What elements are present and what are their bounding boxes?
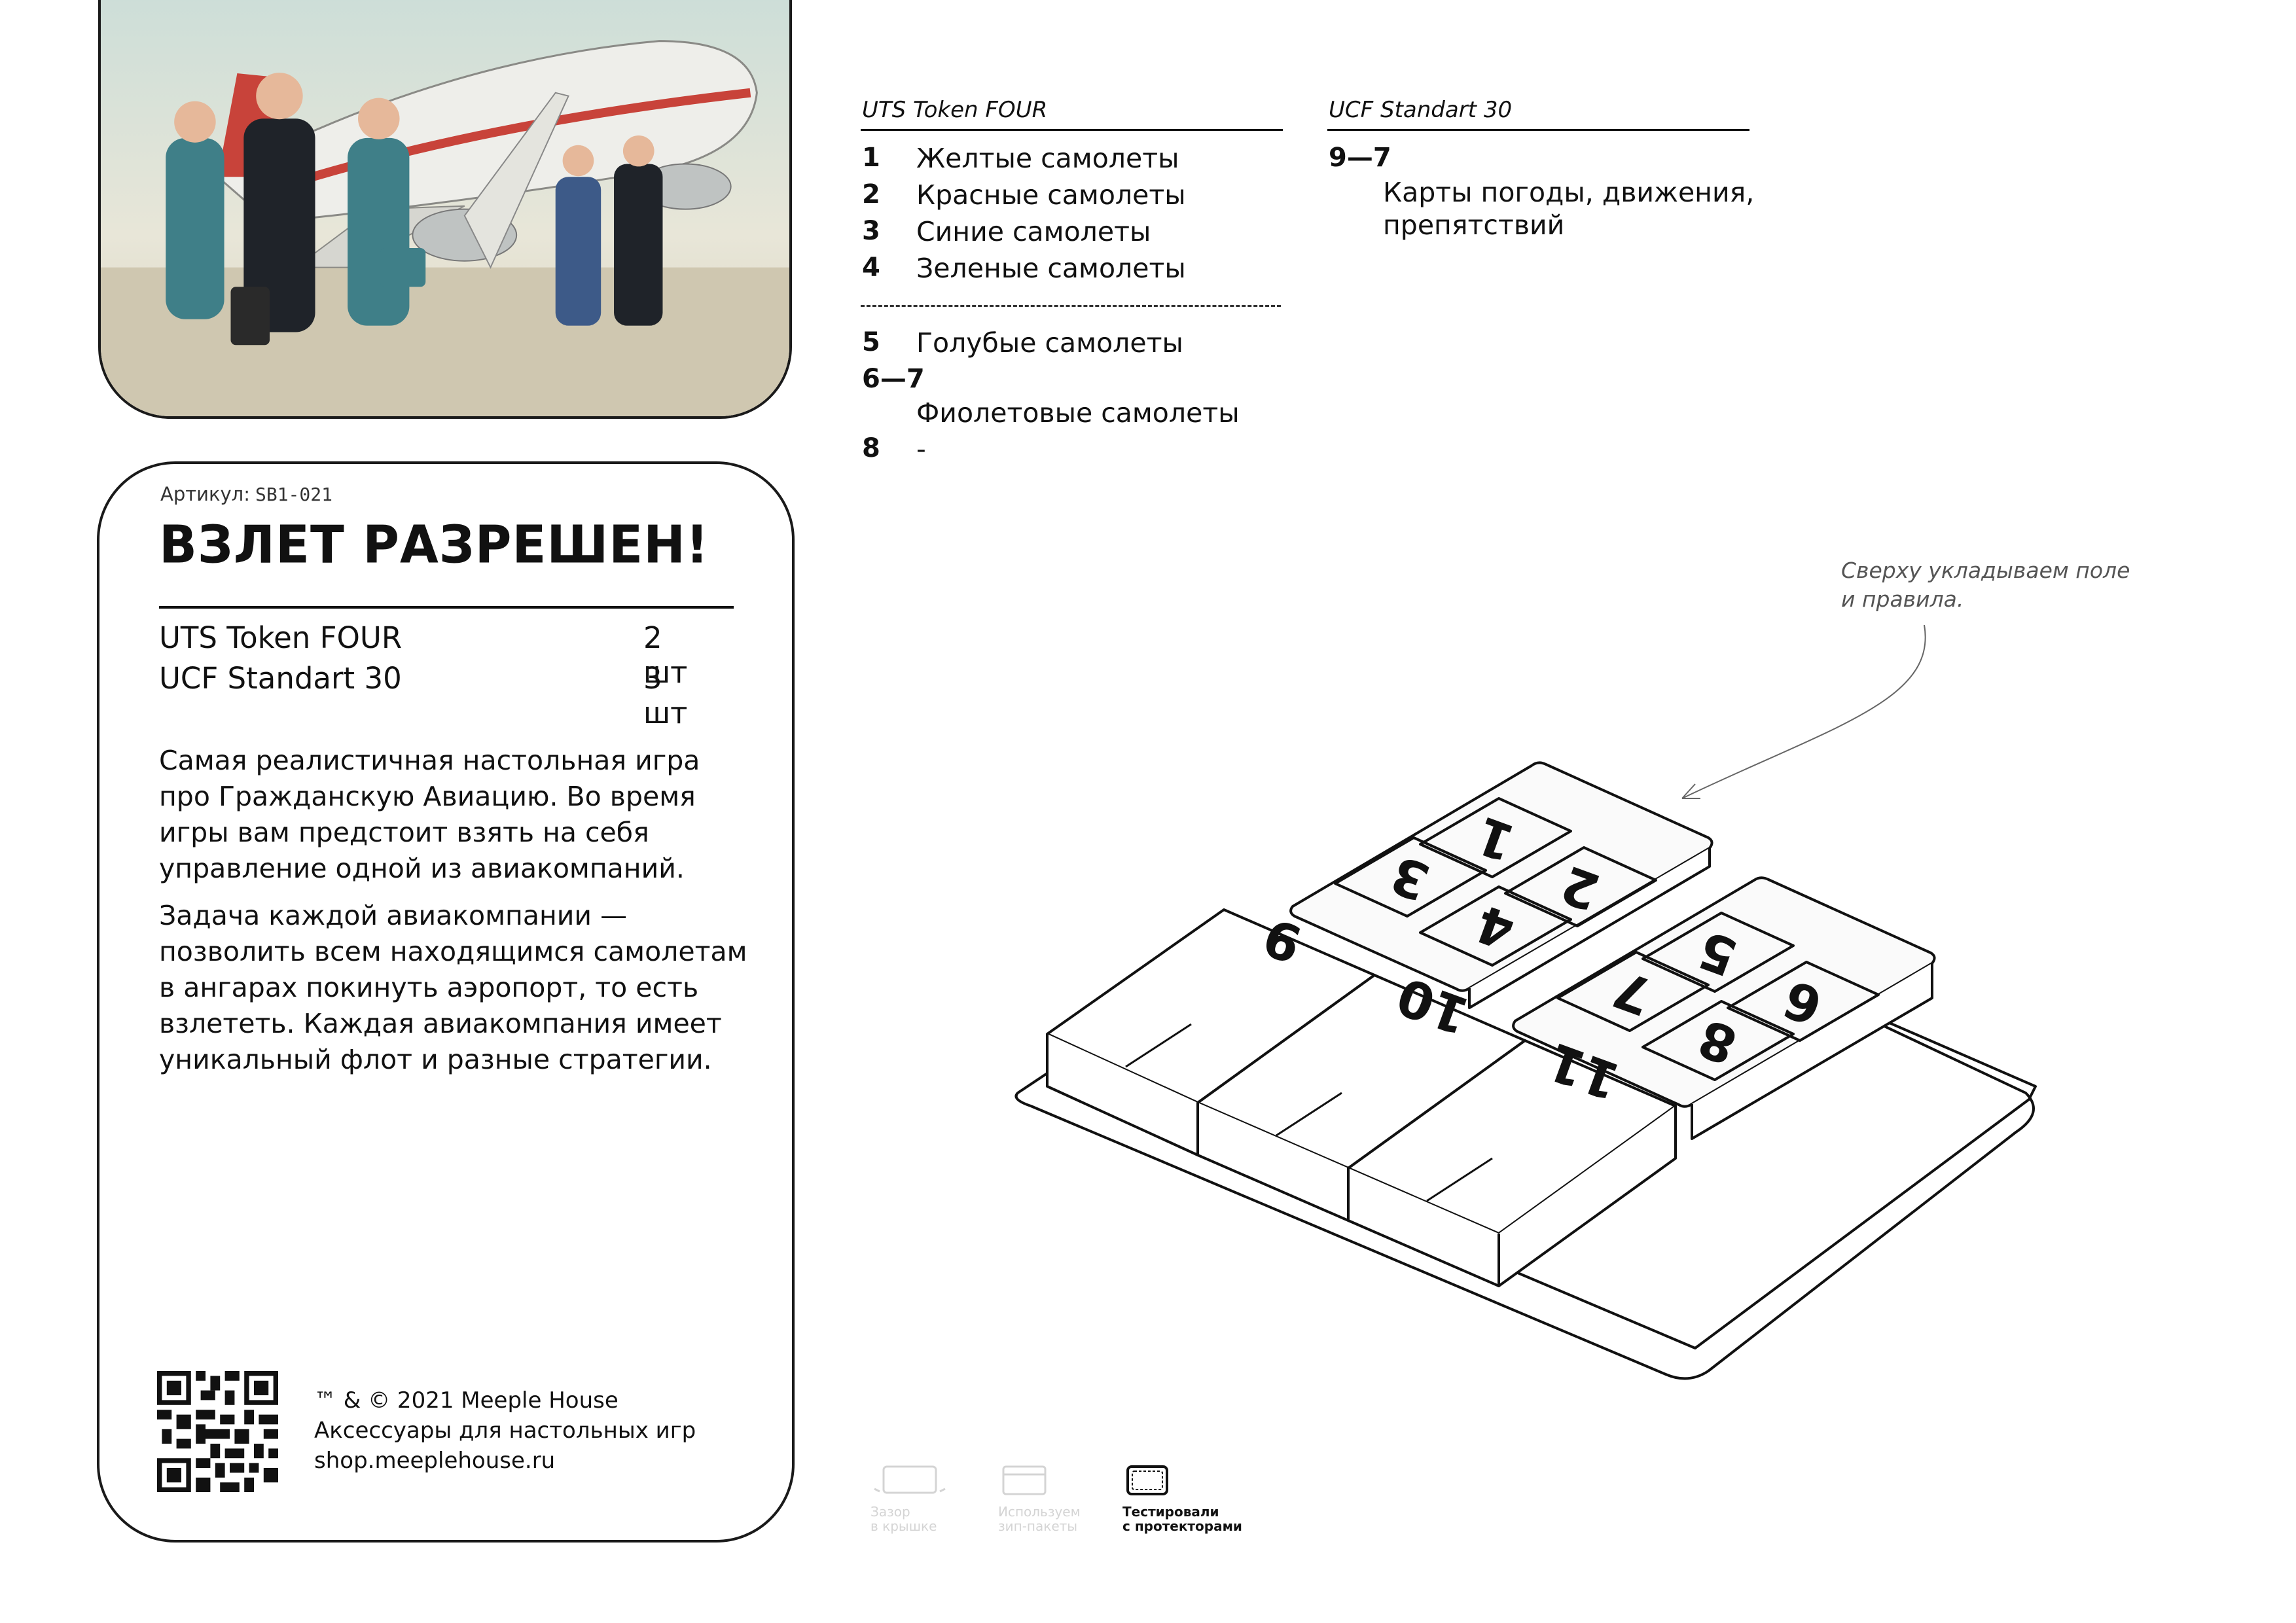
product-title: ВЗЛЕТ РАЗРЕШЕН!: [159, 514, 709, 575]
description-paragraph: Самая реалистичная настольная игра про Г…: [159, 745, 700, 884]
uts-item-label: Красные самолеты: [916, 179, 1186, 211]
uts-item-label: Синие самолеты: [916, 216, 1151, 247]
note-arrow-head: [1681, 783, 1700, 799]
sleeve-protector-label: Тестировали: [1122, 1504, 1219, 1520]
uts-item-label: -: [916, 433, 926, 465]
note-arrow: [1681, 624, 1926, 799]
sleeve-protector-icon: [1126, 1465, 1168, 1495]
uts-list-heading: UTS Token FOUR: [862, 97, 1048, 123]
title-divider: [159, 606, 734, 609]
lid-gap-label: в крышке: [870, 1518, 937, 1534]
cover-illustration: [98, 0, 792, 419]
uts-item-number: 1: [862, 143, 880, 173]
uts-list-rule: [861, 129, 1283, 131]
uts-item-number: 5: [862, 327, 880, 357]
tagline-text: Аксессуары для настольных игр: [314, 1418, 696, 1444]
list-dashed-divider: [861, 305, 1281, 307]
sleeve-protector-label: с протекторами: [1122, 1518, 1242, 1534]
ucf-list-heading: UCF Standart 30: [1329, 97, 1513, 123]
shop-url-link[interactable]: shop.meeplehouse.ru: [314, 1448, 556, 1474]
description-paragraph: Задача каждой авиакомпании — позволить в…: [159, 900, 747, 1075]
ucf-list-rule: [1327, 129, 1749, 131]
component-row: UCF Standart 30 3 шт: [159, 661, 715, 730]
sku-line: Артикул:SB1-021: [160, 483, 332, 505]
copyright-text: ™ & © 2021 Meeple House: [314, 1387, 619, 1414]
ucf-item-label: препятствий: [1383, 209, 1565, 241]
ucf-item-number: 9—7: [1329, 143, 1391, 173]
qr-code-icon: [157, 1371, 278, 1492]
uts-item-number: 2: [862, 179, 880, 209]
product-card: [97, 461, 795, 1543]
component-qty: 2 шт: [643, 620, 688, 690]
uts-item-label: Желтые самолеты: [916, 143, 1179, 174]
uts-item-number: 8: [862, 433, 880, 463]
component-row: UTS Token FOUR 2 шт: [159, 620, 715, 690]
packing-note-line: Сверху укладываем поле: [1841, 558, 2130, 583]
uts-item-number: 4: [862, 253, 880, 283]
packing-note-line: и правила.: [1841, 586, 1964, 612]
uts-item-label: Голубые самолеты: [916, 327, 1183, 359]
sku-label: Артикул:: [160, 483, 250, 505]
component-qty: 3 шт: [643, 661, 688, 730]
component-name: UTS Token FOUR: [159, 620, 403, 655]
uts-item-label: Зеленые самолеты: [916, 253, 1186, 284]
sku-code: SB1-021: [255, 484, 332, 505]
zip-bag-icon: [1002, 1465, 1047, 1495]
uts-item-label: Фиолетовые самолеты: [916, 397, 1240, 429]
airplane-scene-image: [101, 0, 789, 416]
lid-gap-label: Зазор: [870, 1504, 910, 1520]
box-layout-diagram: 1 2 3 4 5 6 7 8 9 10 11: [1014, 624, 2037, 1380]
zip-bag-label: зип-пакеты: [998, 1518, 1078, 1534]
uts-item-number: 6—7: [862, 364, 925, 394]
component-name: UCF Standart 30: [159, 661, 402, 696]
ucf-item-label: Карты погоды, движения,: [1383, 177, 1755, 208]
packing-note: Сверху укладываем поле и правила.: [1841, 556, 2130, 614]
footer-text: ™ & © 2021 Meeple House Аксессуары для н…: [314, 1385, 696, 1476]
zip-bag-label: Используем: [998, 1504, 1081, 1520]
zip-bag-feature: Используем зип-пакеты: [998, 1463, 1081, 1533]
uts-item-number: 3: [862, 216, 880, 246]
lid-gap-icon: [874, 1465, 946, 1494]
tray-base: [1014, 954, 2037, 1380]
lid-gap-feature: Зазор в крышке: [870, 1463, 949, 1533]
sleeve-protector-feature: Тестировали с протекторами: [1122, 1463, 1242, 1533]
